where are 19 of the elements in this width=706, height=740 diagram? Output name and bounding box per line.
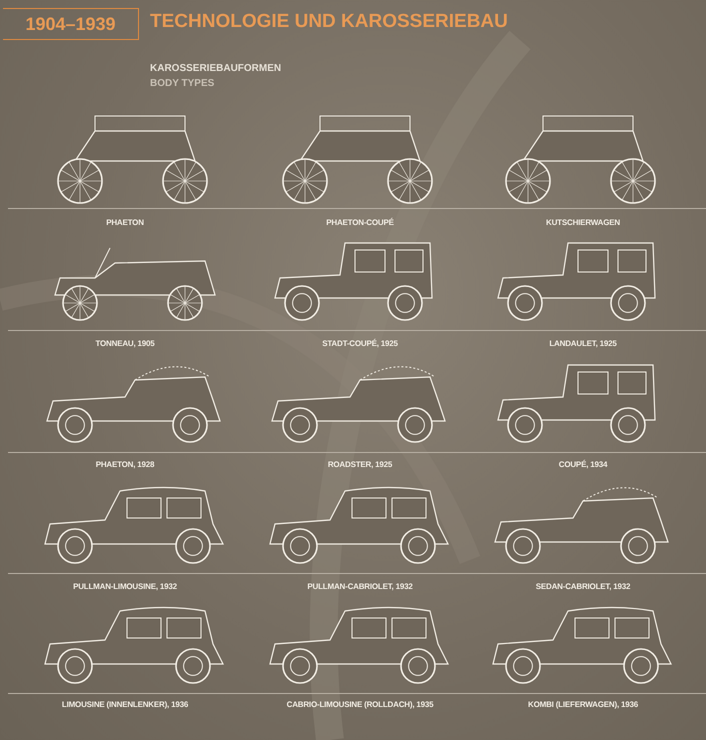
body-type-caption: ROADSTER, 1925 — [328, 460, 392, 469]
body-type-caption: PULLMAN-LIMOUSINE, 1932 — [73, 582, 177, 591]
body-type-caption: PULLMAN-CABRIOLET, 1932 — [307, 582, 413, 591]
subtitle: KAROSSERIEBAUFORMEN — [150, 63, 282, 74]
body-type-caption: KUTSCHIERWAGEN — [546, 218, 620, 227]
body-type-caption: STADT-COUPÉ, 1925 — [322, 339, 398, 348]
body-type-caption: LANDAULET, 1925 — [549, 339, 617, 348]
body-type-caption: COUPÉ, 1934 — [558, 460, 608, 469]
date-box: 1904–1939 — [3, 8, 139, 40]
body-type-caption: PHAETON, 1928 — [96, 460, 154, 469]
subtitle: BODY TYPES — [150, 78, 214, 89]
body-type-caption: CABRIO-LIMOUSINE (ROLLDACH), 1935 — [286, 700, 434, 709]
body-type-caption: LIMOUSINE (INNENLENKER), 1936 — [62, 700, 188, 709]
body-type-caption: PHAETON-COUPÉ — [326, 218, 394, 227]
body-type-caption: PHAETON — [106, 218, 144, 227]
body-type-caption: SEDAN-CABRIOLET, 1932 — [536, 582, 630, 591]
title: TECHNOLOGIE UND KAROSSERIEBAU — [150, 11, 508, 33]
body-type-caption: KOMBI (LIEFERWAGEN), 1936 — [528, 700, 638, 709]
body-type-caption: TONNEAU, 1905 — [95, 339, 155, 348]
